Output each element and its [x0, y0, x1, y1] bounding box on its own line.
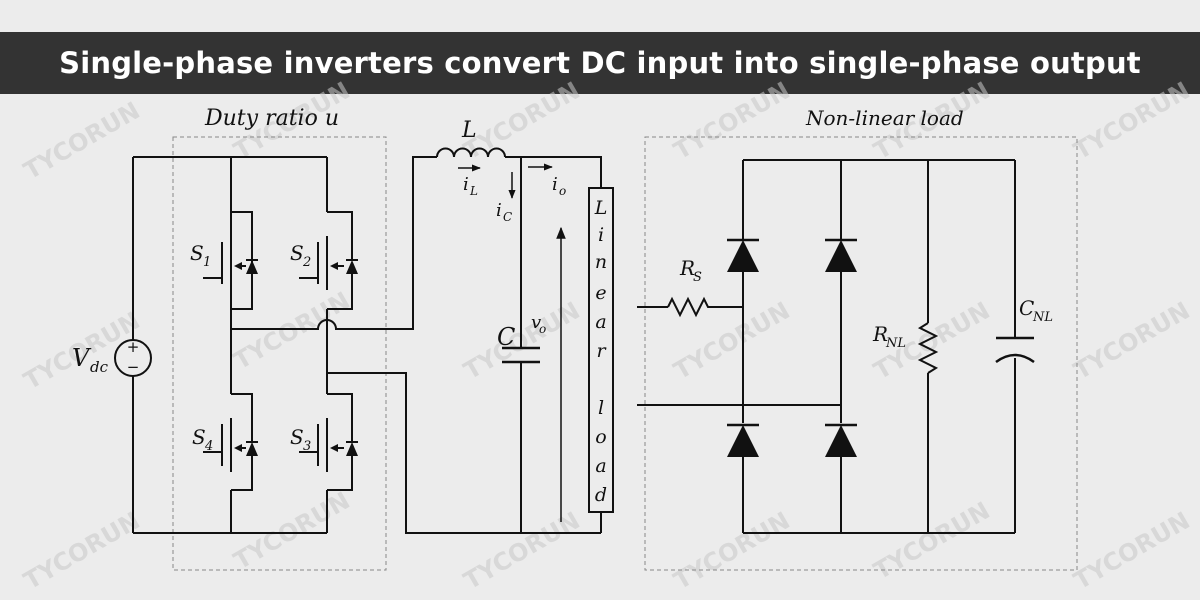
- s3-diode-icon: [346, 442, 358, 456]
- capacitor-label: C: [497, 323, 515, 351]
- rs-sub: S: [693, 270, 702, 285]
- rnl-resistor-symbol: [917, 322, 939, 374]
- watermark: TYCORUN: [869, 496, 995, 585]
- s3-sub: 3: [303, 439, 311, 454]
- linear-load-letter: d: [595, 484, 607, 506]
- rnl-sub: NL: [885, 336, 906, 351]
- dc-source-symbol: + −: [114, 338, 152, 377]
- s3-main: S: [290, 425, 304, 449]
- rs-main: R: [679, 256, 695, 280]
- watermark: TYCORUN: [669, 76, 795, 165]
- page-title: Single-phase inverters convert DC input …: [59, 46, 1141, 80]
- linear-load-letter: o: [595, 426, 606, 448]
- watermark: TYCORUN: [19, 506, 145, 595]
- minus-sign: −: [127, 358, 140, 376]
- inductor-symbol: [436, 147, 506, 158]
- linear-load-letter: L: [594, 197, 608, 219]
- vdc-label: V dc: [72, 344, 109, 376]
- plus-sign: +: [127, 338, 140, 356]
- s1-sub: 1: [203, 255, 211, 270]
- title-banner: Single-phase inverters convert DC input …: [0, 32, 1200, 94]
- diode-bottom-right-icon: [825, 425, 857, 457]
- switch-s2-symbol: [299, 211, 358, 310]
- watermark: TYCORUN: [669, 506, 795, 595]
- diode-bottom-left-icon: [727, 425, 759, 457]
- linear-load-box: [588, 187, 614, 513]
- nonlinear-load-label: Non-linear load: [805, 106, 964, 130]
- s2-diode-icon: [346, 260, 358, 274]
- s4-diode-icon: [246, 442, 258, 456]
- inductor-label: L: [461, 118, 477, 143]
- s3-gate-arrow-icon: [330, 444, 338, 452]
- rs-resistor-symbol: [667, 296, 712, 318]
- s1-gate-arrow-icon: [234, 262, 242, 270]
- diode-top-right-icon: [825, 240, 857, 272]
- wiring: [132, 156, 1016, 534]
- ic-main: i: [496, 200, 502, 221]
- duty-ratio-box: [172, 136, 387, 571]
- io-sub: o: [559, 184, 566, 198]
- watermark: TYCORUN: [19, 96, 145, 185]
- diode-top-left-icon: [727, 240, 759, 272]
- duty-ratio-label: Duty ratio u: [204, 106, 339, 131]
- cnl-main: C: [1019, 296, 1034, 320]
- linear-load-letter: n: [595, 251, 607, 273]
- watermark: TYCORUN: [1069, 296, 1195, 385]
- s2-main: S: [290, 241, 304, 265]
- io-main: i: [552, 174, 558, 195]
- switch-s4-symbol: [203, 393, 258, 491]
- vdc-main: V: [72, 344, 92, 372]
- capacitor-symbol: [502, 346, 540, 364]
- nonlinear-load-box: [644, 136, 1078, 571]
- watermark: TYCORUN: [669, 296, 795, 385]
- cnl-sub: NL: [1032, 310, 1053, 325]
- vdc-sub: dc: [90, 358, 109, 376]
- linear-load-letter: a: [595, 455, 606, 477]
- linear-load-letter: a: [595, 311, 606, 333]
- watermark: TYCORUN: [459, 76, 585, 165]
- watermark: TYCORUN: [229, 286, 355, 375]
- il-main: i: [463, 174, 469, 195]
- switch-s3-symbol: [299, 393, 358, 491]
- s4-main: S: [192, 425, 206, 449]
- ic-sub: C: [503, 210, 512, 224]
- cnl-capacitor-symbol: [995, 336, 1035, 364]
- s1-diode-icon: [246, 260, 258, 274]
- linear-load-letter: e: [595, 282, 606, 304]
- watermark: TYCORUN: [229, 486, 355, 575]
- vo-sub: o: [539, 322, 546, 336]
- linear-load-label: L i n e a r l o a d: [594, 197, 608, 506]
- s1-main: S: [190, 241, 204, 265]
- linear-load-letter: i: [598, 224, 604, 246]
- watermark: TYCORUN: [1069, 506, 1195, 595]
- s4-gate-arrow-icon: [234, 444, 242, 452]
- vo-main: v: [531, 312, 541, 333]
- linear-load-letter: l: [598, 397, 604, 419]
- s2-gate-arrow-icon: [330, 262, 338, 270]
- s4-sub: 4: [204, 439, 213, 454]
- bridge-diodes: [727, 238, 857, 457]
- switch-s1-symbol: [203, 211, 258, 310]
- watermark: TYCORUN: [1069, 76, 1195, 165]
- il-sub: L: [469, 184, 478, 198]
- rnl-main: R: [872, 322, 888, 346]
- linear-load-letter: r: [596, 340, 607, 362]
- s2-sub: 2: [302, 255, 311, 270]
